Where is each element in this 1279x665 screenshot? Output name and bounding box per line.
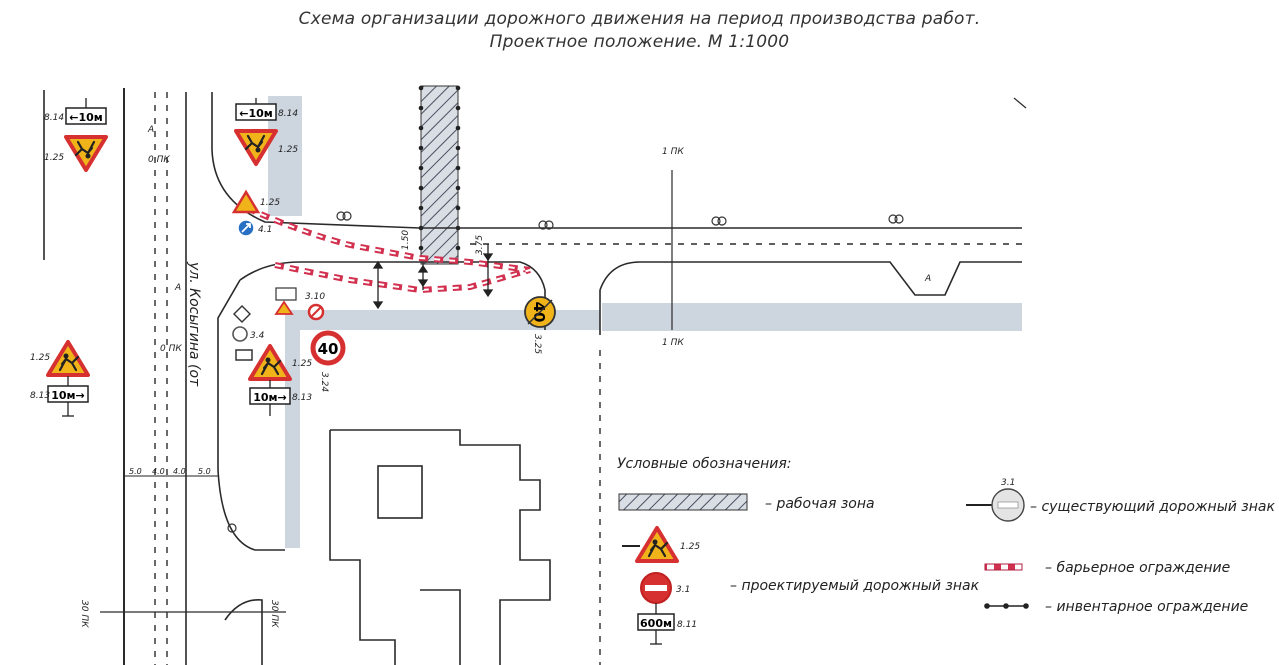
pk-label-30-mid: 30 ПК: [269, 600, 279, 628]
dim-5-0-b: 5.0: [198, 467, 211, 476]
svg-text:3.1: 3.1: [1001, 478, 1015, 488]
svg-text:←10м: ←10м: [69, 111, 103, 124]
pk-label-1-bottom: 1 ПК: [662, 338, 684, 348]
dim-1-50: 1.50: [401, 230, 411, 250]
svg-text:40: 40: [318, 340, 339, 358]
dim-5-0-a: 5.0: [129, 467, 142, 476]
svg-text:8.13: 8.13: [292, 393, 312, 403]
road-lines: [43, 88, 1022, 665]
plate-small-top: [275, 287, 297, 301]
svg-text:8.13: 8.13: [30, 391, 50, 401]
svg-text:3.4: 3.4: [250, 331, 265, 341]
legend-work-zone: – рабочая зона: [765, 496, 875, 512]
sidewalk-right: [602, 303, 1022, 331]
svg-text:8.14: 8.14: [44, 113, 64, 123]
dim-3-75: 3.75: [475, 235, 485, 255]
svg-text:3.24: 3.24: [319, 372, 329, 392]
buildings: [224, 429, 551, 665]
dimension-marks: [372, 244, 494, 310]
sidewalks: [268, 96, 1022, 548]
title-line-2: Проектное положение. М 1:1000: [489, 32, 790, 52]
svg-text:10м→: 10м→: [51, 389, 85, 402]
page-title: Схема организации дорожного движения на …: [0, 8, 1279, 54]
legend-inventory: – инвентарное ограждение: [1045, 599, 1248, 615]
sign-group-top-mid: ←10м 8.14 1.25: [234, 98, 298, 166]
pk-lines: [100, 97, 1027, 613]
svg-text:8.14: 8.14: [278, 109, 298, 119]
inventory-fence-markers: [418, 85, 461, 251]
legend-road-works-icon: [635, 526, 679, 563]
legend: Условные обозначения: – рабочая зона 3.1…: [617, 456, 1275, 645]
road-works-sign-left: [46, 340, 90, 377]
sign-group-top-left: ←10м 8.14 1.25: [44, 98, 108, 172]
dim-4-0-b: 4.0: [173, 467, 186, 476]
dim-4-0-a: 4.0: [152, 467, 165, 476]
area-mark-1: А: [147, 125, 154, 135]
sign-group-left: 1.25 10м→ 8.13: [30, 340, 90, 417]
road-works-sign-small: [274, 300, 294, 315]
pk-label-30-left: 30 ПК: [79, 600, 89, 628]
svg-text:←10м: ←10м: [239, 107, 273, 120]
svg-text:1.25: 1.25: [292, 359, 312, 369]
area-mark-2: А: [174, 283, 181, 293]
area-mark-3: А: [924, 274, 931, 284]
svg-text:1.25: 1.25: [680, 542, 700, 552]
work-zone-area: [420, 85, 459, 265]
svg-text:1.25: 1.25: [44, 153, 64, 163]
plate-small-mid: [235, 349, 253, 361]
road-works-sign-mid: [248, 344, 292, 381]
svg-text:1.25: 1.25: [30, 353, 50, 363]
pk-label-1-top: 1 ПК: [662, 147, 684, 157]
sign-group-right: 40 3.25: [524, 296, 556, 354]
svg-text:10м→: 10м→: [253, 391, 287, 404]
pk-label-0-top: 0 ПК: [148, 155, 170, 165]
svg-text:1.25: 1.25: [278, 145, 298, 155]
plate-10m-top-left: [65, 107, 107, 125]
road-works-sign-near: [231, 189, 261, 214]
road-works-sign-top-left: [64, 135, 108, 172]
title-line-1: Схема организации дорожного движения на …: [298, 9, 981, 29]
sign-group-mid: 1.25 10м→ 8.13 40 3.24 3.10 3.4: [232, 287, 346, 416]
street-label: ул. Косыгина (от: [186, 261, 202, 387]
sign-group-near: 1.25 4.1: [231, 189, 280, 237]
speed-limit-40-sign-mid: [310, 330, 346, 366]
priority-road-sign: [233, 305, 251, 323]
legend-barrier: – барьерное ограждение: [1045, 560, 1230, 576]
svg-text:3.1: 3.1: [676, 585, 690, 595]
center-dashes: [154, 92, 1022, 665]
legend-existing-sign: – существующий дорожный знак: [1030, 499, 1275, 515]
svg-text:4.1: 4.1: [258, 225, 272, 235]
legend-projected-sign: – проектируемый дорожный знак: [730, 578, 980, 594]
building-small: [377, 465, 423, 519]
legend-work-zone-swatch: [618, 493, 748, 511]
existing-sign-marks: [227, 211, 904, 533]
svg-text:3.25: 3.25: [532, 334, 542, 354]
svg-text:3.10: 3.10: [305, 292, 325, 302]
svg-text:8.11: 8.11: [677, 620, 697, 630]
existing-sign-34: [232, 326, 248, 342]
svg-text:1.25: 1.25: [260, 198, 280, 208]
plate-10m-top-mid: [235, 103, 277, 121]
barrier-fence: [245, 205, 531, 294]
legend-header: Условные обозначения:: [617, 456, 791, 472]
svg-text:600м: 600м: [640, 617, 672, 630]
pk-label-0-mid: 0 ПК: [160, 344, 182, 354]
